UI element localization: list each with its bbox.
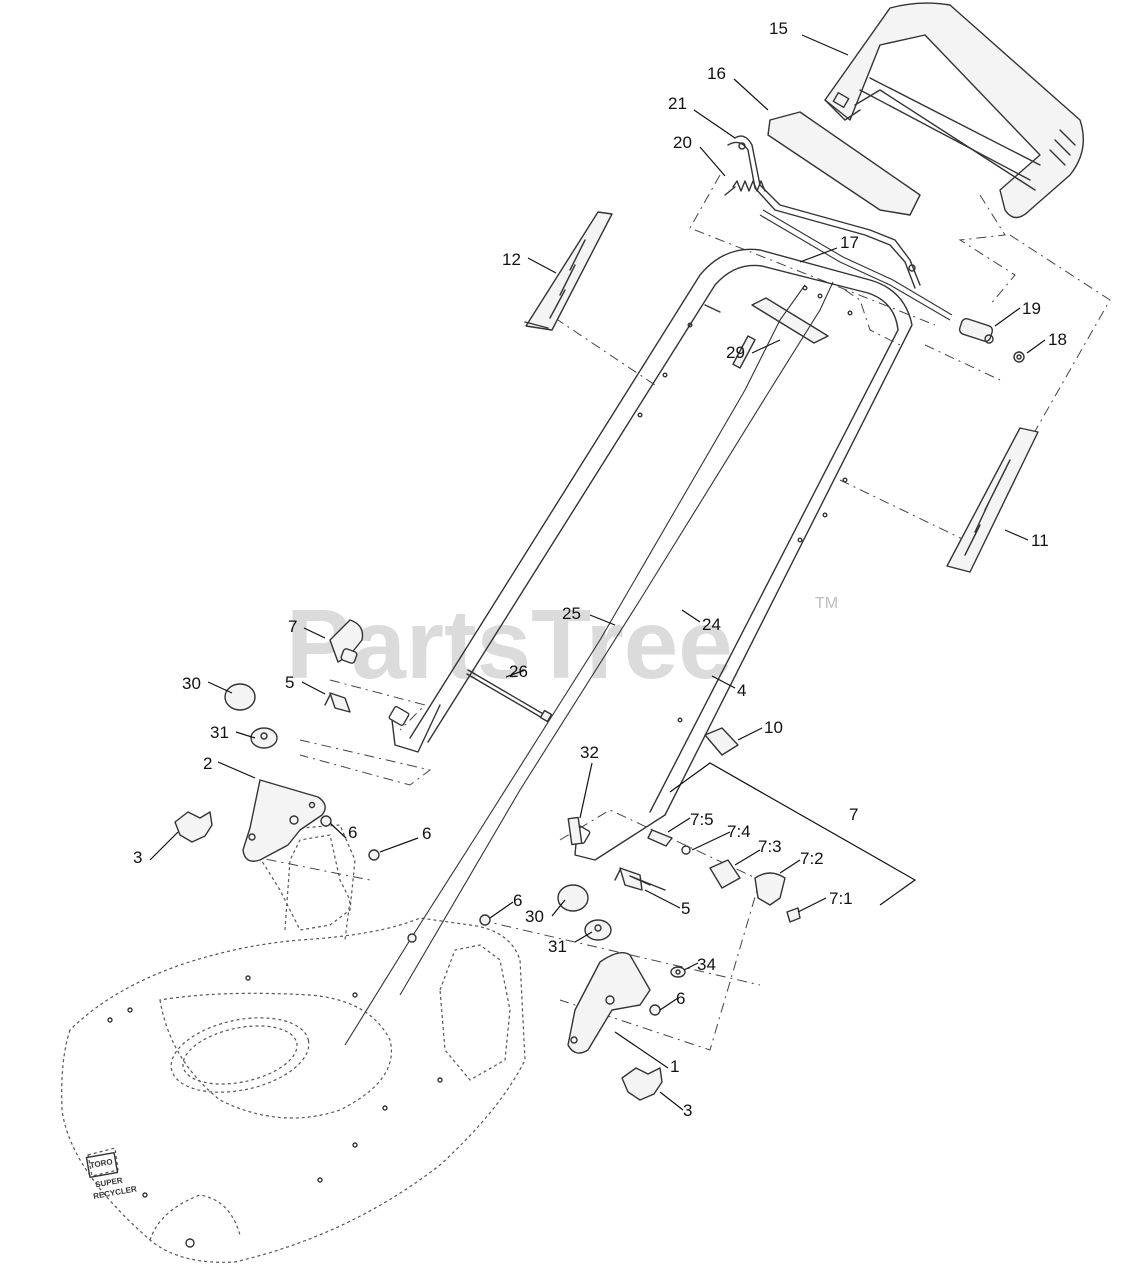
callout-7-2: 7:2 (800, 849, 824, 868)
part-30-cap-left (224, 683, 256, 711)
callout-21: 21 (668, 94, 687, 113)
mower-deck: TORO SUPER RECYCLER (61, 824, 526, 1263)
callout-6-b: 6 (422, 824, 431, 843)
callout-15: 15 (769, 19, 788, 38)
deck-decal-brand: TORO (89, 1157, 113, 1170)
callout-labels: 15 16 21 20 17 12 19 18 29 11 25 24 7 26… (133, 19, 1067, 1120)
part-30-cap-right (557, 884, 589, 912)
callout-32: 32 (580, 743, 599, 762)
part-25-cable (344, 284, 806, 1046)
callout-1: 1 (670, 1057, 679, 1076)
upper-handle-frame (409, 248, 913, 816)
callout-4: 4 (737, 681, 746, 700)
callout-6-c: 6 (513, 891, 522, 910)
callout-30-right: 30 (525, 907, 544, 926)
part-15-handle-bar (824, 2, 1084, 219)
callout-26: 26 (509, 662, 528, 681)
callout-11: 11 (1031, 531, 1049, 550)
callout-18: 18 (1048, 330, 1067, 349)
part-6-nuts (320, 815, 661, 1016)
callout-6-a: 6 (348, 823, 357, 842)
callout-3-left: 3 (133, 848, 142, 867)
callout-31-right: 31 (548, 937, 567, 956)
leader-lines (149, 34, 1046, 1111)
part-5-bolt-right (614, 867, 643, 891)
part-31-bushing-right (584, 919, 612, 941)
part-16-grip-pad (767, 111, 921, 216)
watermark-trademark: TM (815, 595, 838, 612)
callout-20: 20 (673, 133, 692, 152)
watermark-text: PartsTree (286, 589, 733, 699)
part-17-cable (759, 209, 953, 321)
lower-handle-left (388, 704, 441, 753)
callout-5-left: 5 (285, 673, 294, 692)
part-2-bracket (242, 779, 326, 862)
callout-30-left: 30 (182, 674, 201, 693)
callout-7-3: 7:3 (758, 837, 782, 856)
callout-3-right: 3 (683, 1101, 692, 1120)
part-34-washer (670, 966, 686, 978)
callout-12: 12 (502, 250, 521, 269)
callout-19: 19 (1022, 299, 1041, 318)
assembly-7-bracket-line (669, 762, 917, 906)
callout-6-d: 6 (676, 989, 685, 1008)
part-26-cable-tie (466, 669, 553, 723)
part-1-bracket (567, 952, 651, 1054)
callout-24: 24 (702, 615, 721, 634)
callout-34: 34 (697, 955, 716, 974)
part-12-cable-clip (524, 211, 613, 331)
part-20-spring (724, 180, 766, 196)
callout-7-5: 7:5 (690, 810, 714, 829)
part-24-cable (399, 281, 834, 996)
part-3-knob-right (621, 1067, 663, 1101)
callout-2: 2 (203, 754, 212, 773)
deck-decal-box (85, 1152, 119, 1178)
callout-25: 25 (562, 604, 581, 623)
callout-29: 29 (726, 343, 745, 362)
part-3-knob-left (174, 811, 213, 843)
part-7-assembly (629, 829, 801, 923)
part-18-washer (1013, 351, 1025, 363)
part-21-bail-lever (727, 135, 921, 289)
callout-31-left: 31 (210, 723, 229, 742)
part-19-bushing (958, 318, 994, 344)
callout-7-left: 7 (288, 617, 297, 636)
callout-10: 10 (764, 718, 783, 737)
callout-5-right: 5 (681, 899, 690, 918)
callout-7-assembly: 7 (849, 805, 858, 824)
part-29-foam-grip (751, 297, 829, 344)
part-7-knob-left (329, 619, 364, 664)
part-5-bolt-left (324, 692, 351, 713)
part-10-adjuster (704, 727, 739, 756)
part-32-clip (567, 816, 583, 846)
part-11-cable-clip (946, 427, 1039, 573)
callout-7-4: 7:4 (727, 822, 751, 841)
callout-16: 16 (707, 64, 726, 83)
callout-17: 17 (840, 233, 859, 252)
callout-7-1: 7:1 (829, 889, 853, 908)
watermark: PartsTree TM (286, 589, 838, 699)
part-31-bushing-left (250, 727, 278, 749)
